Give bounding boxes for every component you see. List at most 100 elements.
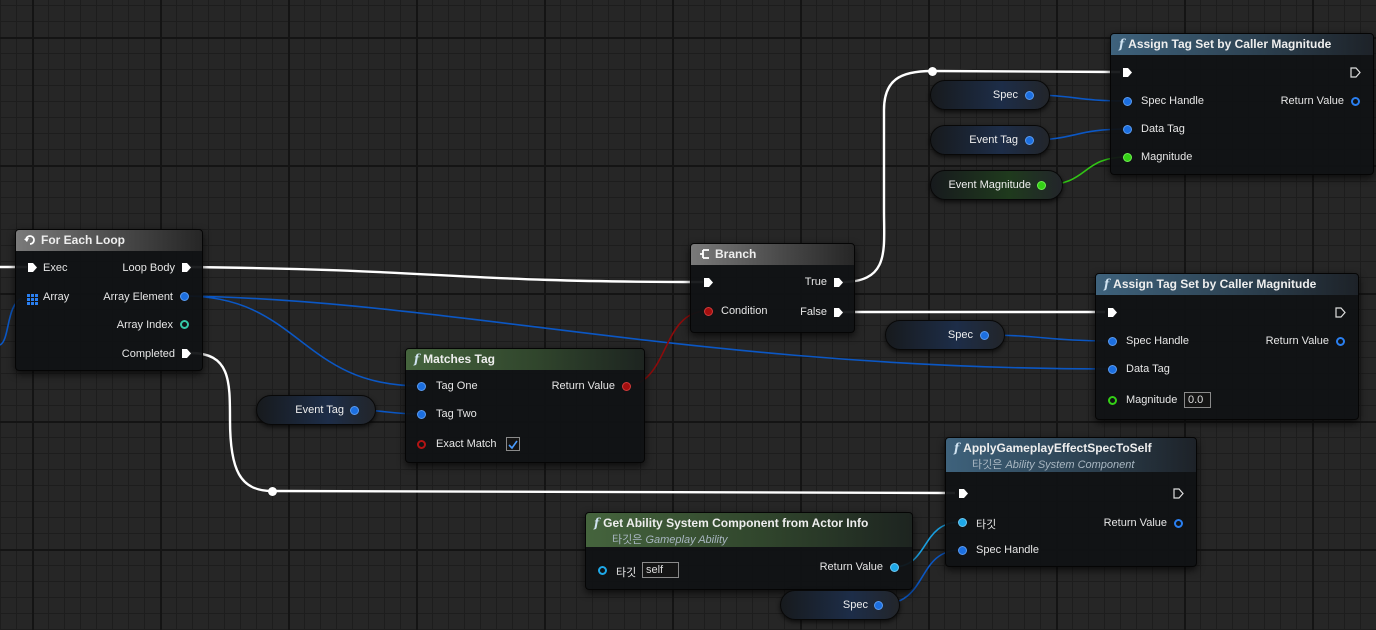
node-subtitle: 타깃은 Ability System Component xyxy=(972,456,1134,472)
exec-in-pin[interactable] xyxy=(27,262,38,273)
return-value-pin[interactable] xyxy=(1336,337,1345,346)
loop-body-pin[interactable] xyxy=(181,262,192,273)
spec-handle-label: Spec Handle xyxy=(976,544,1039,556)
tag-two-label: Tag Two xyxy=(436,408,477,420)
variable-output-pin[interactable] xyxy=(350,406,359,415)
reroute-node-top[interactable] xyxy=(928,67,937,76)
array-index-pin[interactable] xyxy=(180,320,189,329)
event-tag-variable-top[interactable]: Event Tag xyxy=(930,125,1050,155)
wire-true-to-reroute xyxy=(841,69,933,284)
return-value-label: Return Value xyxy=(1265,335,1329,347)
exact-match-label: Exact Match xyxy=(436,438,497,450)
variable-label: Spec xyxy=(947,329,973,341)
for-each-loop-node[interactable]: For Each Loop Exec Loop Body Array Array… xyxy=(15,229,203,371)
wire-array-element-to-data-tag-mid xyxy=(184,295,1113,370)
spec-handle-pin[interactable] xyxy=(1123,97,1132,106)
event-magnitude-variable[interactable]: Event Magnitude xyxy=(930,170,1063,200)
magnitude-pin[interactable] xyxy=(1108,396,1117,405)
magnitude-label: Magnitude xyxy=(1141,151,1193,163)
subtitle-prefix: 타깃은 xyxy=(612,534,643,546)
variable-output-pin[interactable] xyxy=(1025,91,1034,100)
array-grid-icon[interactable] xyxy=(27,292,38,310)
exec-in-pin[interactable] xyxy=(1107,307,1118,318)
condition-label: Condition xyxy=(721,305,768,317)
node-header[interactable]: For Each Loop xyxy=(16,230,202,251)
event-tag-variable-left[interactable]: Event Tag xyxy=(256,395,376,425)
tag-two-pin[interactable] xyxy=(417,410,426,419)
data-tag-pin[interactable] xyxy=(1123,125,1132,134)
true-pin[interactable] xyxy=(833,277,844,288)
function-icon: f xyxy=(414,352,420,366)
wire-reroute-to-apply xyxy=(271,489,956,495)
target-value-input[interactable]: self xyxy=(642,562,679,578)
spec-handle-pin[interactable] xyxy=(958,546,967,555)
return-value-pin[interactable] xyxy=(1351,97,1360,106)
return-value-label: Return Value xyxy=(1280,95,1344,107)
data-tag-pin[interactable] xyxy=(1108,365,1117,374)
exact-match-pin[interactable] xyxy=(417,440,426,449)
exec-out-pin[interactable] xyxy=(1350,67,1361,78)
function-icon: f xyxy=(1119,37,1125,51)
checkmark-icon xyxy=(508,440,518,450)
node-header[interactable]: Branch xyxy=(691,244,854,265)
magnitude-value-input[interactable]: 0.0 xyxy=(1184,392,1211,408)
variable-label: Event Tag xyxy=(969,134,1018,146)
data-tag-label: Data Tag xyxy=(1126,363,1170,375)
variable-output-pin[interactable] xyxy=(1037,181,1046,190)
exec-label: Exec xyxy=(43,262,68,274)
function-icon: f xyxy=(1104,277,1110,291)
branch-icon xyxy=(699,248,711,263)
tag-one-pin[interactable] xyxy=(417,382,426,391)
exec-in-pin[interactable] xyxy=(958,488,969,499)
target-pin[interactable] xyxy=(958,518,967,527)
spec-handle-label: Spec Handle xyxy=(1126,335,1189,347)
target-pin[interactable] xyxy=(598,566,607,575)
true-label: True xyxy=(804,276,827,288)
loop-icon xyxy=(24,234,37,249)
exact-match-checkbox[interactable] xyxy=(506,437,520,451)
variable-output-pin[interactable] xyxy=(1025,136,1034,145)
false-pin[interactable] xyxy=(833,307,844,318)
condition-pin[interactable] xyxy=(704,307,713,316)
exec-out-pin[interactable] xyxy=(1335,307,1346,318)
tag-one-label: Tag One xyxy=(436,380,478,392)
spec-handle-pin[interactable] xyxy=(1108,337,1117,346)
spec-variable-top[interactable]: Spec xyxy=(930,80,1050,110)
variable-output-pin[interactable] xyxy=(874,601,883,610)
return-value-pin[interactable] xyxy=(1174,519,1183,528)
completed-pin[interactable] xyxy=(181,348,192,359)
return-value-pin[interactable] xyxy=(890,563,899,572)
exec-out-pin[interactable] xyxy=(1173,488,1184,499)
variable-label: Event Tag xyxy=(295,404,344,416)
node-title: ApplyGameplayEffectSpecToSelf xyxy=(963,441,1152,455)
node-title: Assign Tag Set by Caller Magnitude xyxy=(1113,277,1317,291)
target-label: 타깃 xyxy=(616,567,637,579)
branch-node[interactable]: Branch True Condition False xyxy=(690,243,855,333)
completed-label: Completed xyxy=(121,348,175,360)
subtitle-class: Ability System Component xyxy=(1005,459,1135,471)
wire-reroute-to-assign-top xyxy=(931,69,1121,74)
variable-output-pin[interactable] xyxy=(980,331,989,340)
wire-loop-body-to-branch xyxy=(189,265,704,284)
exec-in-pin[interactable] xyxy=(1122,67,1133,78)
spec-variable-bottom[interactable]: Spec xyxy=(780,590,900,620)
return-value-pin[interactable] xyxy=(622,382,631,391)
reroute-node-bottom[interactable] xyxy=(268,487,277,496)
magnitude-pin[interactable] xyxy=(1123,153,1132,162)
node-title: Branch xyxy=(715,247,757,261)
array-element-pin[interactable] xyxy=(180,292,189,301)
exec-in-pin[interactable] xyxy=(703,277,714,288)
node-subtitle: 타깃은 Gameplay Ability xyxy=(612,531,728,547)
function-icon: f xyxy=(954,441,960,455)
spec-variable-mid[interactable]: Spec xyxy=(885,320,1005,350)
